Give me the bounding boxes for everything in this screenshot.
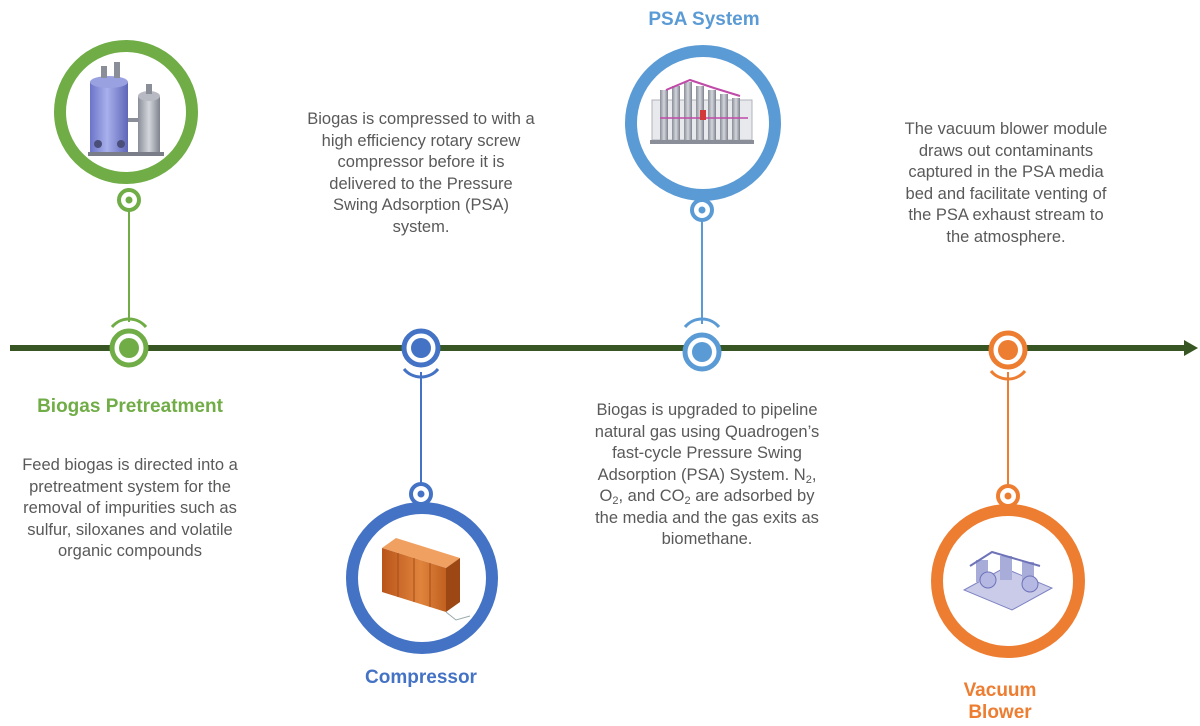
stage-title-pretreatment: Biogas Pretreatment (37, 396, 223, 417)
stage-description-vacuum: The vacuum blower module draws out conta… (904, 120, 1108, 246)
compressor-container-image (382, 538, 471, 621)
stage-title-psa: PSA System (648, 9, 760, 30)
stage-compressor-graphics (346, 328, 498, 654)
arrow-right-icon (1184, 340, 1198, 356)
stage-vacuum-graphics (931, 330, 1085, 658)
stage-description-compressor: Biogas is compressed to with a high effi… (307, 110, 535, 236)
stage-psa-graphics (625, 45, 781, 372)
stage-pretreatment-graphics (54, 40, 198, 368)
stage-title-compressor: Compressor (365, 667, 477, 688)
stage-title-vacuum: Vacuum Blower (963, 680, 1037, 723)
pretreatment-vessels-image (88, 62, 164, 156)
psa-skid-image (650, 78, 754, 144)
stage-description-pretreatment: Feed biogas is directed into a pretreatm… (22, 456, 238, 560)
stage-description-psa: Biogas is upgraded to pipeline natural g… (594, 401, 820, 548)
vacuum-blower-image (962, 550, 1054, 611)
